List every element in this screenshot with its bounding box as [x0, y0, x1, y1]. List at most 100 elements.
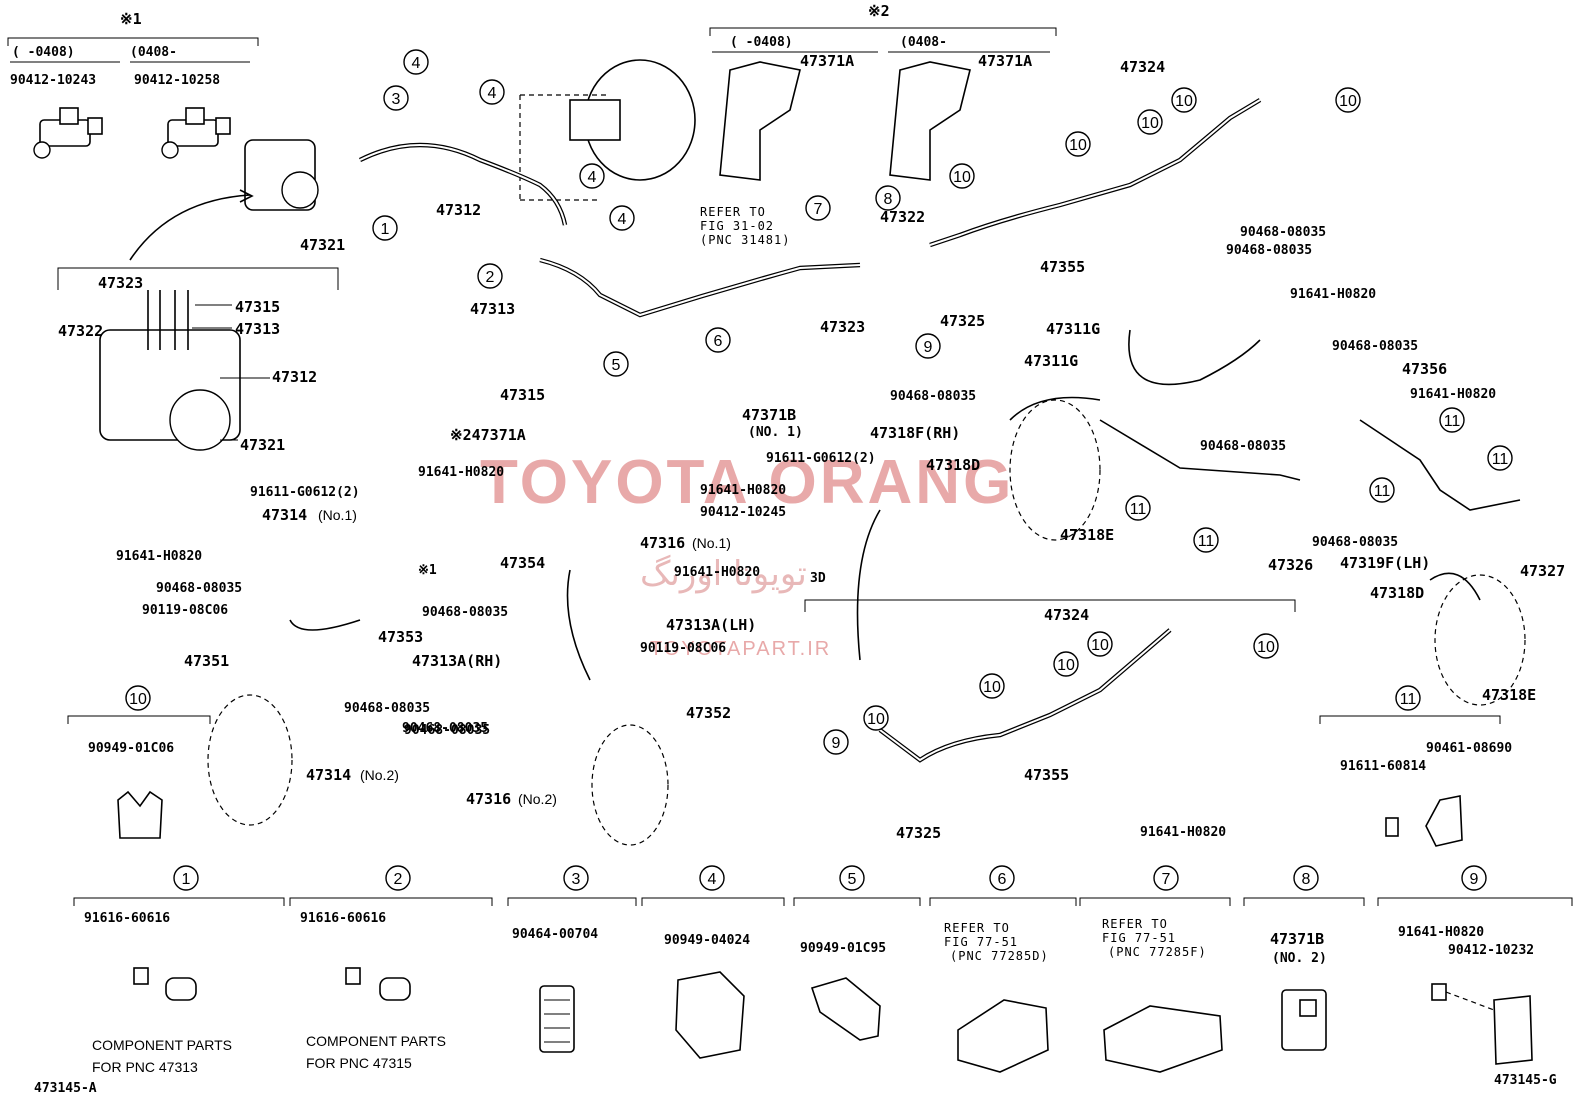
- note2-marker: ※2: [868, 2, 890, 20]
- label-90468-h: 90468-08035: [402, 721, 488, 736]
- label-90119-a: 90119-08C06: [142, 603, 228, 618]
- svg-text:11: 11: [1198, 533, 1215, 550]
- label-47311g-b: 47311G: [1024, 352, 1078, 370]
- svg-text:8: 8: [1302, 871, 1311, 888]
- callout-4-c: 4: [579, 163, 605, 189]
- svg-text:47371B: 47371B: [1270, 930, 1324, 948]
- svg-text:REFER TO: REFER TO: [1102, 917, 1168, 931]
- note2-part-a: 47371A: [800, 52, 854, 70]
- legend-10-part: 90949-01C06: [88, 741, 174, 756]
- legend-bottom: 1 91616-60616 COMPONENT PARTS FOR PNC 47…: [73, 865, 1573, 1075]
- label-47322-b: 47322: [880, 208, 925, 226]
- rear-rotor-rh: [1009, 399, 1101, 541]
- label-90468-j: 90468-08035: [404, 723, 490, 738]
- label-90468-b: 90468-08035: [1226, 243, 1312, 258]
- note2-range-b: (0408-: [900, 35, 947, 50]
- label-47313: 47313: [235, 320, 280, 338]
- footer-right-code: 473145-G: [1494, 1073, 1557, 1088]
- label-90468-i: 90468-08035: [422, 605, 508, 620]
- svg-text:10: 10: [1091, 637, 1109, 654]
- label-47321: 47321: [240, 436, 285, 454]
- label-47316-b: 47316: [466, 790, 511, 808]
- refer-31-02-c: (PNC 31481): [700, 233, 790, 247]
- svg-text:10: 10: [1257, 639, 1275, 656]
- svg-text:COMPONENT PARTS: COMPONENT PARTS: [92, 1037, 232, 1053]
- callout-4-d: 4: [609, 205, 635, 231]
- svg-text:10: 10: [953, 169, 971, 186]
- svg-text:10: 10: [867, 711, 885, 728]
- callout-11-e: 11: [1193, 527, 1219, 553]
- label-47312-b: 47312: [436, 201, 481, 219]
- label-47313-b: 47313: [470, 300, 515, 318]
- svg-text:90949-04024: 90949-04024: [664, 933, 750, 948]
- label-47371b-no: (NO. 1): [748, 425, 803, 440]
- callout-3: 3: [383, 85, 409, 111]
- callout-2: 2: [477, 263, 503, 289]
- svg-text:10: 10: [1069, 137, 1087, 154]
- label-90468-f: 90468-08035: [156, 581, 242, 596]
- legend-item-8: 8 47371B (NO. 2): [1243, 865, 1365, 1051]
- label-91641-f: 91641-H0820: [674, 565, 760, 580]
- svg-text:9: 9: [924, 339, 933, 356]
- svg-text:4: 4: [588, 169, 597, 186]
- svg-text:1: 1: [182, 871, 191, 888]
- callout-10-g: 10: [1087, 631, 1113, 657]
- label-47355-b: 47355: [1024, 766, 1069, 784]
- label-47318e: 47318E: [1060, 526, 1114, 544]
- label-47316-no2: (No.2): [518, 791, 557, 807]
- label-47318d-b: 47318D: [1370, 584, 1424, 602]
- callout-9-b: 9: [823, 729, 849, 755]
- svg-text:10: 10: [1141, 115, 1159, 132]
- callout-10-h: 10: [1053, 651, 1079, 677]
- legend-item-1: 1 91616-60616 COMPONENT PARTS FOR PNC 47…: [73, 865, 285, 1075]
- callout-1: 1: [372, 215, 398, 241]
- callout-9-a: 9: [915, 333, 941, 359]
- label-91641-a: 91641-H0820: [1290, 287, 1376, 302]
- note1-range-a: ( -0408): [12, 45, 75, 60]
- brake-booster: [519, 59, 696, 201]
- label-47314: 47314: [262, 506, 307, 524]
- label-90468-a: 90468-08035: [1240, 225, 1326, 240]
- svg-text:REFER TO: REFER TO: [944, 921, 1010, 935]
- label-47318d: 47318D: [926, 456, 980, 474]
- svg-text:4: 4: [618, 211, 627, 228]
- label-47316: 47316: [640, 534, 685, 552]
- svg-text:COMPONENT PARTS: COMPONENT PARTS: [306, 1033, 446, 1049]
- front-rotor-lh: [591, 724, 669, 846]
- callout-10-j: 10: [863, 705, 889, 731]
- label-47314-no2: (No.2): [360, 767, 399, 783]
- callout-10-d: 10: [1171, 87, 1197, 113]
- label-47313a-lh: 47313A(LH): [666, 616, 756, 634]
- label-47325: 47325: [940, 312, 985, 330]
- rear-rotor-lh: [1434, 574, 1526, 706]
- front-rotor-rh: [207, 694, 293, 826]
- legend-item-9: 9 91641-H0820 90412-10232: [1377, 865, 1573, 1065]
- label-91641-g: 91641-H0820: [1140, 825, 1226, 840]
- svg-text:5: 5: [612, 357, 621, 374]
- callout-10-a: 10: [949, 163, 975, 189]
- legend-11-part-b: 91611-60814: [1340, 759, 1426, 774]
- svg-text:10: 10: [1339, 93, 1357, 110]
- label-47316-no1: (No.1): [692, 535, 731, 551]
- label-47356: 47356: [1402, 360, 1447, 378]
- label-47371b: 47371B: [742, 406, 796, 424]
- svg-text:2: 2: [486, 269, 495, 286]
- note1-part-b: 90412-10258: [134, 73, 220, 88]
- label-47325-b: 47325: [896, 824, 941, 842]
- label-47314-b: 47314: [306, 766, 351, 784]
- callout-10-i: 10: [979, 673, 1005, 699]
- svg-text:(PNC 77285F): (PNC 77285F): [1108, 945, 1207, 959]
- svg-text:11: 11: [1492, 451, 1509, 468]
- watermark-brand: TOYOTA ORANG: [480, 448, 1014, 517]
- label-47353: 47353: [378, 628, 423, 646]
- svg-text:9: 9: [832, 735, 841, 752]
- svg-text:FOR PNC 47315: FOR PNC 47315: [306, 1055, 412, 1071]
- callout-10-b: 10: [1065, 131, 1091, 157]
- label-47313a-rh: 47313A(RH): [412, 652, 502, 670]
- view-3d-bracket: [804, 599, 1296, 612]
- note2-group: ※2 ( -0408) (0408- 47371A 47371A: [709, 2, 1057, 181]
- note1-part-a: 90412-10243: [10, 73, 96, 88]
- label-47315-b: 47315: [500, 386, 545, 404]
- callout-11-b: 11: [1487, 445, 1513, 471]
